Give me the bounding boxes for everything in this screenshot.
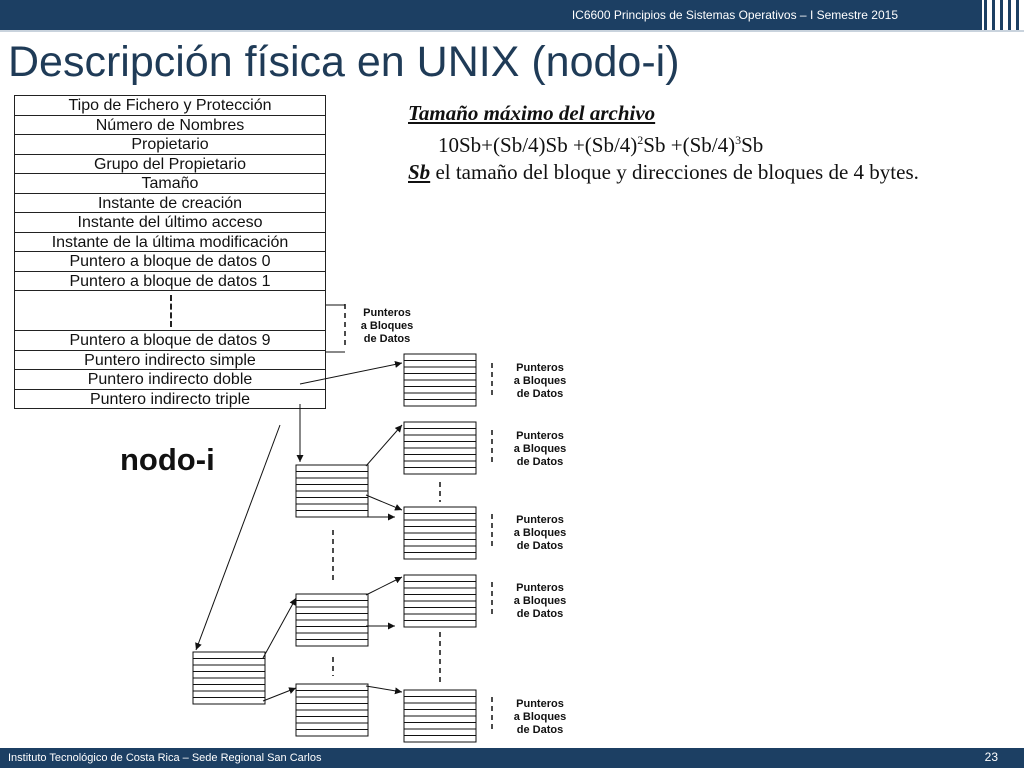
inode-field: Puntero a bloque de datos 9 xyxy=(14,330,326,351)
header-stripes xyxy=(984,0,1019,30)
inode-field: Tipo de Fichero y Protección xyxy=(14,95,326,116)
max-file-size-text: Tamaño máximo del archivo 10Sb+(Sb/4)Sb … xyxy=(408,100,1008,186)
pointer-arrows xyxy=(195,304,403,702)
footer-institution: Instituto Tecnológico de Costa Rica – Se… xyxy=(8,752,322,764)
pointer-block xyxy=(295,683,369,737)
inode-table: Tipo de Fichero y Protección Número de N… xyxy=(14,95,326,409)
pointer-arrow xyxy=(365,494,403,511)
inode-field: Instante del último acceso xyxy=(14,212,326,233)
pointer-arrow xyxy=(262,597,297,659)
pointer-arrow xyxy=(195,424,281,651)
formula-definition: Sb el tamaño del bloque y direcciones de… xyxy=(408,160,919,184)
formula-heading: Tamaño máximo del archivo xyxy=(408,101,656,125)
formula-expression: 10Sb+(Sb/4)Sb +(Sb/4)2Sb +(Sb/4)3Sb xyxy=(438,133,764,157)
pointer-block xyxy=(403,689,477,743)
header-bar: IC6600 Principios de Sistemas Operativos… xyxy=(0,0,982,30)
pointer-block xyxy=(295,464,369,518)
inode-field: Puntero indirecto doble xyxy=(14,369,326,390)
inode-field: Puntero indirecto triple xyxy=(14,388,326,409)
pointer-block xyxy=(403,421,477,475)
pointer-arrow xyxy=(365,576,403,596)
inode-label: nodo-i xyxy=(120,442,215,477)
title-divider xyxy=(0,30,1024,32)
ellipsis-dashes xyxy=(332,304,493,733)
pointer-arrow xyxy=(365,424,403,467)
page-number: 23 xyxy=(984,750,998,764)
pointer-block xyxy=(403,353,477,407)
inode-ellipsis-row xyxy=(14,290,326,331)
ellipsis-dash xyxy=(170,295,172,327)
pointer-block xyxy=(403,506,477,560)
slide-title: Descripción física en UNIX (nodo-i) xyxy=(8,38,680,86)
course-header: IC6600 Principios de Sistemas Operativos… xyxy=(571,8,898,22)
pointer-block xyxy=(403,574,477,628)
block-stacks xyxy=(192,353,477,743)
inode-field: Puntero a bloque de datos 1 xyxy=(14,270,326,291)
pointer-arrow xyxy=(365,685,403,695)
inode-field: Número de Nombres xyxy=(14,114,326,135)
pointer-block xyxy=(192,651,266,705)
inode-field: Instante de creación xyxy=(14,192,326,213)
pointer-arrow xyxy=(299,360,403,385)
pointer-block xyxy=(295,593,369,647)
footer-bar: Instituto Tecnológico de Costa Rica – Se… xyxy=(0,748,1024,768)
pointer-arrow xyxy=(262,687,297,702)
